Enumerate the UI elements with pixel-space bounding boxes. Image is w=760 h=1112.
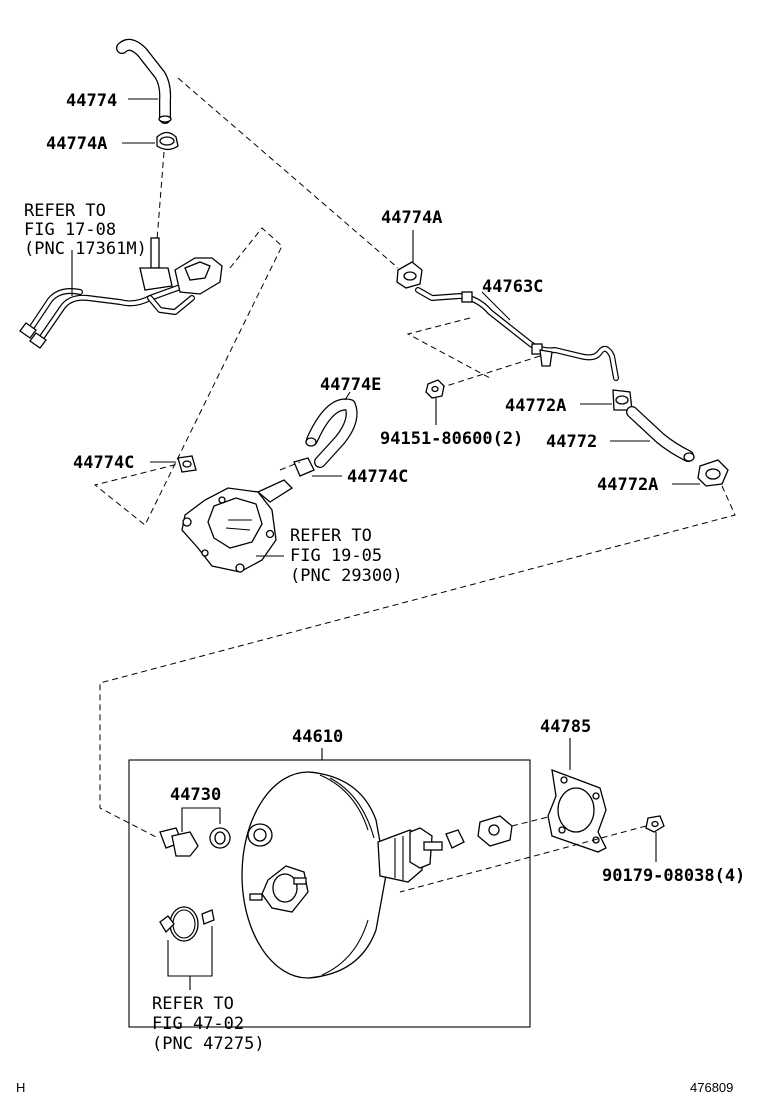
vacuum-hose-44774[interactable] [116, 38, 172, 124]
part-label-44763C: 44763C [482, 277, 543, 297]
ref-fig19-line2: FIG 19-05 [290, 546, 382, 566]
booster-spacer[interactable] [445, 829, 465, 849]
ref-fig19-line3: (PNC 29300) [290, 566, 403, 586]
leader-44730 [181, 807, 221, 832]
part-label-94151: 94151-80600(2) [380, 429, 523, 449]
footer-diagram-number: 476809 [690, 1080, 733, 1095]
part-label-44774C-right: 44774C [347, 467, 408, 487]
part-label-44610: 44610 [292, 727, 343, 747]
part-label-44772A-bottom: 44772A [597, 475, 658, 495]
ref-fig17-line3: (PNC 17361M) [24, 239, 147, 259]
booster-assembly-frame [128, 759, 531, 1028]
part-label-44774: 44774 [66, 91, 117, 111]
ref-fig47-line2: FIG 47-02 [152, 1014, 244, 1034]
hose-clamp-44774C-left[interactable] [177, 455, 197, 473]
ref-fig47-line3: (PNC 47275) [152, 1034, 265, 1054]
part-label-44774A-top: 44774A [46, 134, 107, 154]
hose-clamp-44774A-top[interactable] [156, 131, 179, 151]
hose-clamp-44774A-right[interactable] [396, 261, 423, 289]
vacuum-hose-44772[interactable] [626, 406, 695, 462]
nut-94151-80600[interactable] [425, 379, 445, 399]
nut-90179-08038[interactable] [645, 815, 665, 833]
assembly-line-nut-stud [399, 825, 647, 893]
part-label-44785: 44785 [540, 717, 591, 737]
part-label-44772A-top: 44772A [505, 396, 566, 416]
part-label-44772: 44772 [546, 432, 597, 452]
reservoir-grommet-fig47 [159, 906, 215, 942]
grouping-outline-left [93, 227, 283, 526]
footer-left-code: H [16, 1080, 25, 1095]
assembly-line-hose-to-check-valve [99, 485, 736, 839]
part-label-44774C-left: 44774C [73, 453, 134, 473]
ref-fig17-line1: REFER TO [24, 201, 106, 221]
check-valve-grommet[interactable] [247, 823, 273, 847]
part-label-44730: 44730 [170, 785, 221, 805]
booster-bracket[interactable] [477, 815, 513, 847]
assembly-line-top-clamp [156, 151, 165, 241]
part-label-44774E: 44774E [320, 375, 381, 395]
assembly-line-hose-to-clamp [177, 77, 399, 269]
assembly-line-pump-clamp [279, 461, 301, 471]
vacuum-pump-fig19 [181, 479, 294, 573]
vacuum-pipe-assembly-fig17 [19, 237, 223, 349]
vacuum-pipe-44763C[interactable] [415, 287, 619, 381]
leader-44774E [344, 391, 351, 401]
leader-44763C [481, 291, 511, 321]
part-label-44774A-right: 44774A [381, 208, 442, 228]
hose-clamp-44772A-bottom[interactable] [697, 459, 729, 487]
booster-gasket-44785[interactable] [547, 769, 607, 853]
assembly-line-nut [439, 355, 541, 389]
check-valve-44730[interactable] [159, 827, 231, 857]
brake-booster-44610[interactable] [241, 771, 443, 979]
ref-fig19-line1: REFER TO [290, 526, 372, 546]
vacuum-hose-44774E[interactable] [305, 398, 358, 468]
hose-clamp-44774C-right[interactable] [293, 457, 315, 477]
ref-fig17-line2: FIG 17-08 [24, 220, 116, 240]
grouping-outline-pipe [406, 317, 491, 379]
part-label-90179: 90179-08038(4) [602, 866, 745, 886]
ref-fig47-line1: REFER TO [152, 994, 234, 1014]
